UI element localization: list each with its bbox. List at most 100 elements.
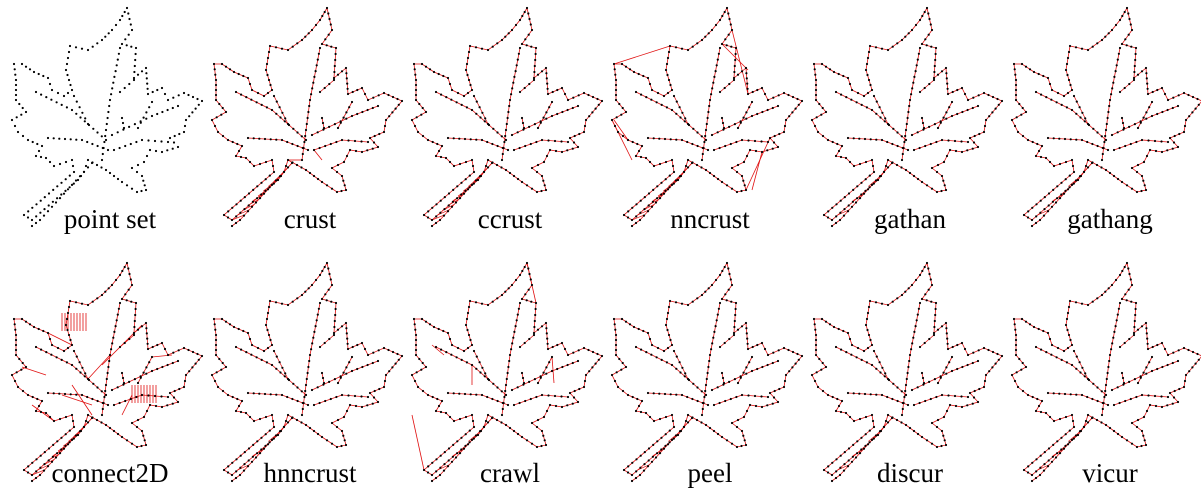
sample-point — [356, 89, 358, 91]
sample-point — [1048, 459, 1050, 461]
sample-point — [333, 334, 335, 336]
sample-point — [542, 180, 544, 182]
sample-point — [304, 291, 306, 293]
sample-point — [244, 196, 246, 198]
sample-point — [746, 77, 748, 79]
sample-point — [876, 101, 878, 103]
sample-point — [73, 171, 75, 173]
sample-point — [1040, 411, 1042, 413]
sample-point — [245, 157, 247, 159]
sample-point — [121, 298, 123, 300]
sample-point — [509, 172, 511, 174]
sample-point — [1131, 167, 1133, 169]
sample-point — [554, 140, 556, 142]
sample-point — [510, 93, 512, 95]
sample-point — [1185, 374, 1187, 376]
sample-point — [942, 180, 944, 182]
sample-point — [652, 456, 654, 458]
sample-point — [614, 125, 616, 127]
sample-point — [949, 404, 951, 406]
sample-point — [275, 368, 277, 370]
sample-point — [822, 107, 824, 109]
sample-point — [473, 426, 475, 428]
leaf-inner-edge — [836, 347, 906, 395]
sample-point — [484, 375, 486, 377]
sample-point — [947, 348, 949, 350]
sample-point — [591, 111, 593, 113]
sample-point — [617, 386, 619, 388]
sample-point — [591, 366, 593, 368]
sample-point — [516, 319, 518, 321]
sample-point — [323, 127, 325, 129]
sample-point — [917, 59, 919, 61]
sample-point — [815, 84, 817, 86]
sample-point — [35, 222, 37, 224]
sample-point — [1031, 474, 1033, 476]
sample-point — [331, 188, 333, 190]
sample-point — [528, 381, 530, 383]
sample-point — [310, 348, 312, 350]
sample-point — [321, 117, 323, 119]
sample-point — [107, 149, 109, 151]
sample-point — [869, 84, 871, 86]
sample-point — [1161, 406, 1163, 408]
sample-point — [100, 166, 102, 168]
sample-point — [66, 329, 68, 331]
sample-point — [411, 374, 413, 376]
sample-point — [44, 451, 46, 453]
sample-point — [284, 120, 286, 122]
sample-point — [835, 410, 837, 412]
sample-point — [1108, 287, 1110, 289]
sample-point — [818, 103, 820, 105]
sample-point — [639, 467, 641, 469]
sample-point — [564, 348, 566, 350]
sample-point — [146, 83, 148, 85]
sample-point — [1027, 139, 1029, 141]
sample-point — [838, 405, 840, 407]
sample-point — [1178, 388, 1180, 390]
sample-point — [312, 82, 314, 84]
sample-point — [109, 172, 111, 174]
sample-point — [328, 83, 330, 85]
sample-point — [96, 164, 98, 166]
sample-point — [721, 43, 723, 45]
sample-point — [103, 141, 105, 143]
sample-point — [872, 165, 874, 167]
sample-point — [201, 100, 203, 102]
sample-point — [130, 46, 132, 48]
sample-point — [651, 89, 653, 91]
sample-point — [885, 420, 887, 422]
sample-point — [865, 416, 867, 418]
sample-point — [87, 304, 89, 306]
sample-point — [534, 314, 536, 316]
sample-point — [572, 403, 574, 405]
sample-point — [578, 388, 580, 390]
sample-point — [866, 63, 868, 65]
sample-point — [442, 75, 444, 77]
sample-point — [850, 99, 852, 101]
sample-point — [578, 349, 580, 351]
sample-point — [724, 266, 726, 268]
sample-point — [945, 67, 947, 69]
sample-point — [669, 175, 671, 177]
sample-point — [377, 401, 379, 403]
sample-point — [656, 452, 658, 454]
sample-point — [447, 332, 449, 334]
sample-point — [542, 435, 544, 437]
sample-point — [131, 167, 133, 169]
sample-point — [235, 91, 237, 93]
sample-point — [588, 115, 590, 117]
sample-point — [1184, 380, 1186, 382]
sample-point — [1143, 161, 1145, 163]
sample-point — [731, 29, 733, 31]
sample-point — [324, 293, 326, 295]
sample-point — [305, 169, 307, 171]
sample-point — [243, 470, 245, 472]
sample-point — [934, 123, 936, 125]
sample-point — [847, 210, 849, 212]
sample-point — [711, 284, 713, 286]
sample-point — [918, 308, 920, 310]
sample-point — [1076, 356, 1078, 358]
sample-point — [687, 166, 689, 168]
sample-point — [124, 400, 126, 402]
